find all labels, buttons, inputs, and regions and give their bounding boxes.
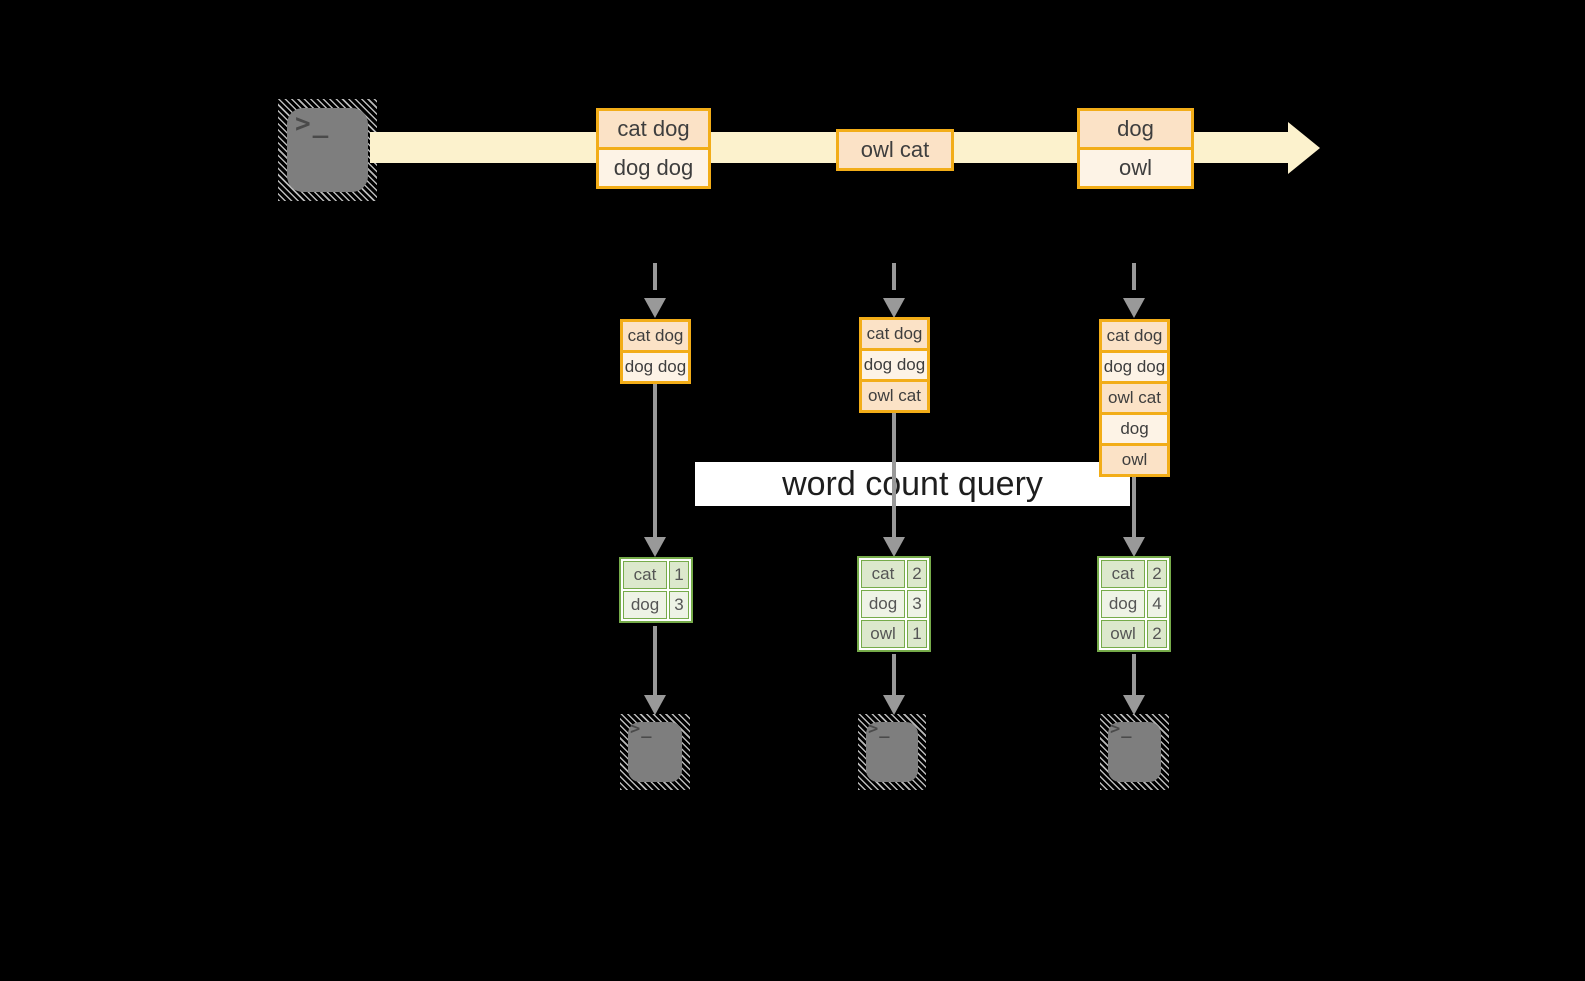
- stream-event-box: owl cat: [836, 129, 954, 171]
- query-label: word count query: [695, 462, 1130, 506]
- count-table: cat 1 dog 3: [619, 557, 693, 623]
- connector-line: [653, 382, 657, 537]
- count-table: cat 2 dog 3 owl 1: [857, 556, 931, 652]
- count-word: dog: [623, 591, 667, 619]
- count-word: dog: [861, 590, 905, 618]
- stream-event: owl: [1080, 147, 1191, 186]
- state-event: cat dog: [1102, 322, 1167, 350]
- stream-event: owl cat: [839, 132, 951, 168]
- terminal-icon-body: [628, 722, 682, 782]
- arrowhead-icon: [1123, 537, 1145, 557]
- stream-event: cat dog: [599, 111, 708, 147]
- terminal-prompt-icon: >_: [295, 109, 331, 139]
- arrowhead-icon: [883, 537, 905, 557]
- state-event: dog dog: [1102, 350, 1167, 381]
- arrowhead-icon: [644, 537, 666, 557]
- connector-line: [653, 626, 657, 695]
- terminal-prompt-icon: >_: [630, 719, 653, 739]
- state-event: dog dog: [623, 350, 688, 381]
- count-value: 2: [1147, 620, 1167, 648]
- terminal-prompt-icon: >_: [868, 719, 891, 739]
- terminal-icon-body: [866, 722, 918, 782]
- count-word: cat: [1101, 560, 1145, 588]
- arrowhead-icon: [883, 695, 905, 715]
- count-word: owl: [861, 620, 905, 648]
- arrowhead-icon: [883, 298, 905, 318]
- state-event: owl cat: [1102, 381, 1167, 412]
- terminal-icon: >_: [858, 714, 926, 790]
- dashed-connector: [892, 263, 896, 290]
- count-value: 1: [907, 620, 927, 648]
- state-event: dog: [1102, 412, 1167, 443]
- count-word: cat: [861, 560, 905, 588]
- connector-line: [1132, 654, 1136, 695]
- arrowhead-icon: [1123, 695, 1145, 715]
- stream-event-box: dog owl: [1077, 108, 1194, 189]
- terminal-prompt-icon: >_: [1110, 719, 1133, 739]
- count-value: 3: [669, 591, 689, 619]
- dashed-connector: [1132, 263, 1136, 290]
- state-event: dog dog: [862, 348, 927, 379]
- state-stack: cat dog dog dog: [620, 319, 691, 384]
- stream-event-box: cat dog dog dog: [596, 108, 711, 189]
- connector-line: [1132, 475, 1136, 537]
- state-event: owl cat: [862, 379, 927, 410]
- count-word: dog: [1101, 590, 1145, 618]
- stream-arrowhead-icon: [1288, 122, 1320, 174]
- terminal-icon: >_: [278, 99, 377, 201]
- connector-line: [892, 411, 896, 537]
- arrowhead-icon: [1123, 298, 1145, 318]
- count-value: 1: [669, 561, 689, 589]
- state-event: cat dog: [862, 320, 927, 348]
- count-word: owl: [1101, 620, 1145, 648]
- arrowhead-icon: [644, 695, 666, 715]
- state-stack: cat dog dog dog owl cat dog owl: [1099, 319, 1170, 477]
- stream-event: dog dog: [599, 147, 708, 186]
- count-value: 2: [1147, 560, 1167, 588]
- count-word: cat: [623, 561, 667, 589]
- stream-event: dog: [1080, 111, 1191, 147]
- count-value: 2: [907, 560, 927, 588]
- count-value: 3: [907, 590, 927, 618]
- state-event: owl: [1102, 443, 1167, 474]
- terminal-icon: >_: [620, 714, 690, 790]
- terminal-icon-body: [287, 108, 368, 192]
- terminal-icon-body: [1108, 722, 1161, 782]
- connector-line: [892, 654, 896, 695]
- terminal-icon: >_: [1100, 714, 1169, 790]
- count-table: cat 2 dog 4 owl 2: [1097, 556, 1171, 652]
- arrowhead-icon: [644, 298, 666, 318]
- state-stack: cat dog dog dog owl cat: [859, 317, 930, 413]
- dashed-connector: [653, 263, 657, 290]
- state-event: cat dog: [623, 322, 688, 350]
- count-value: 4: [1147, 590, 1167, 618]
